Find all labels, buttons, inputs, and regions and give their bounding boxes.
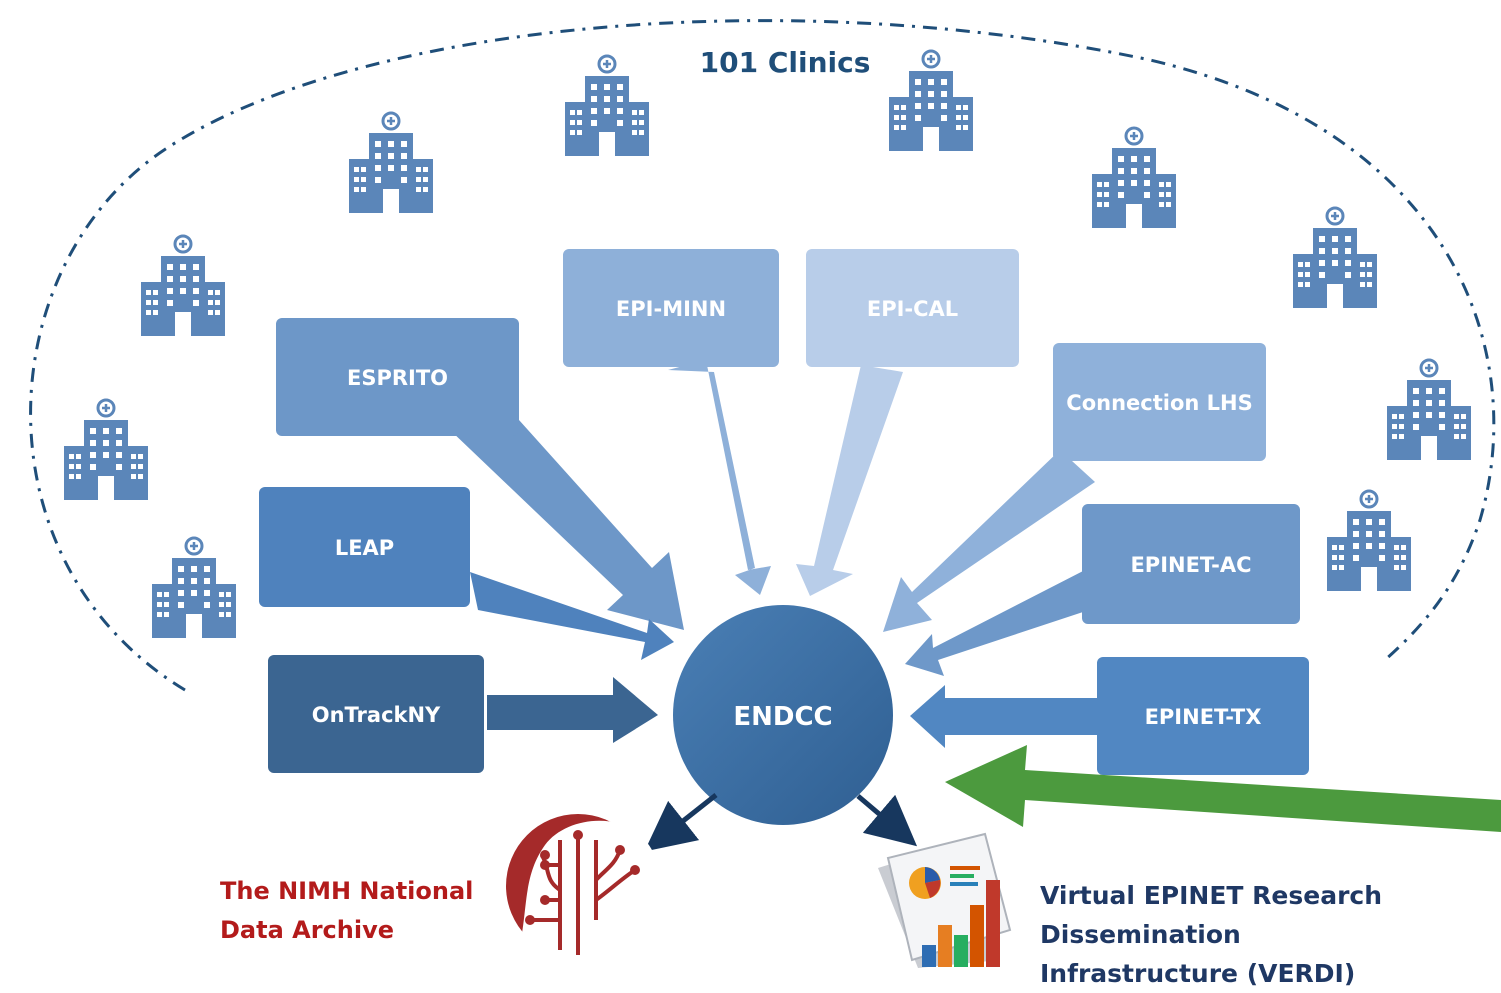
arrow-to-verdi (856, 794, 918, 847)
source-box-bg (1097, 657, 1309, 775)
green-pointer-arrow (945, 745, 1501, 832)
hospital-icon (347, 111, 435, 215)
hospital-icon (563, 54, 651, 158)
arrow-ontrackny (487, 677, 658, 743)
source-label-ontrackny: OnTrackNY (312, 703, 441, 727)
arrow-epi-minn (668, 360, 771, 595)
nda-label: The NIMH National Data Archive (220, 872, 473, 950)
source-box-bg (1082, 504, 1300, 624)
hospital-icon (139, 234, 227, 338)
arrow-esprito (449, 390, 684, 630)
source-box-leap: LEAP (259, 487, 470, 607)
source-label-epinet-ac: EPINET-AC (1130, 553, 1251, 577)
source-box-bg (259, 487, 470, 607)
arrow-connection-lhs (883, 450, 1095, 632)
source-box-epi-cal: EPI-CAL (806, 249, 1019, 367)
hospital-icon (150, 536, 238, 640)
source-arrows (449, 360, 1097, 748)
clinics-title: 101 Clinics (700, 46, 871, 79)
source-box-bg (1053, 343, 1266, 461)
source-box-bg (268, 655, 484, 773)
source-box-epinet-tx: EPINET-TX (1097, 657, 1309, 775)
source-label-leap: LEAP (335, 536, 394, 560)
arrow-epinet-tx (910, 685, 1097, 748)
arrow-leap (470, 572, 674, 660)
hospital-icon (1291, 206, 1379, 310)
hospital-icon (62, 398, 150, 502)
hospital-icon (1090, 126, 1178, 230)
source-box-bg (563, 249, 779, 367)
arrow-epinet-ac (905, 570, 1085, 676)
chart-folder-icon (878, 832, 1012, 968)
nda-label-line-2: Data Archive (220, 916, 395, 944)
source-box-connection-lhs: Connection LHS (1053, 343, 1266, 461)
source-box-esprito: ESPRITO (276, 318, 519, 436)
hospital-icon (887, 49, 975, 153)
source-label-esprito: ESPRITO (347, 366, 448, 390)
source-box-epinet-ac: EPINET-AC (1082, 504, 1300, 624)
hospital-icon (1325, 489, 1413, 593)
brain-head-icon (506, 814, 672, 965)
hospital-icon (1385, 358, 1473, 462)
arrow-epi-cal (796, 365, 903, 596)
source-label-epi-minn: EPI-MINN (616, 297, 726, 321)
source-label-epi-cal: EPI-CAL (867, 297, 958, 321)
source-box-bg (276, 318, 519, 436)
source-box-bg (806, 249, 1019, 367)
clinics-boundary (29, 19, 1496, 692)
verdi-label-line-2: Dissemination (1040, 920, 1241, 949)
source-label-connection-lhs: Connection LHS (1066, 391, 1252, 415)
hub-label: ENDCC (733, 702, 832, 732)
source-box-epi-minn: EPI-MINN (563, 249, 779, 367)
arrow-to-nda (644, 793, 718, 852)
verdi-label-line-3: Infrastructure (VERDI) (1040, 959, 1356, 988)
source-label-epinet-tx: EPINET-TX (1145, 705, 1262, 729)
verdi-label: Virtual EPINET Research Dissemination In… (1040, 876, 1382, 993)
source-box-ontrackny: OnTrackNY (268, 655, 484, 773)
verdi-label-line-1: Virtual EPINET Research (1040, 881, 1383, 910)
endcc-hub: ENDCC (673, 605, 893, 825)
nda-label-line-1: The NIMH National (220, 877, 474, 905)
